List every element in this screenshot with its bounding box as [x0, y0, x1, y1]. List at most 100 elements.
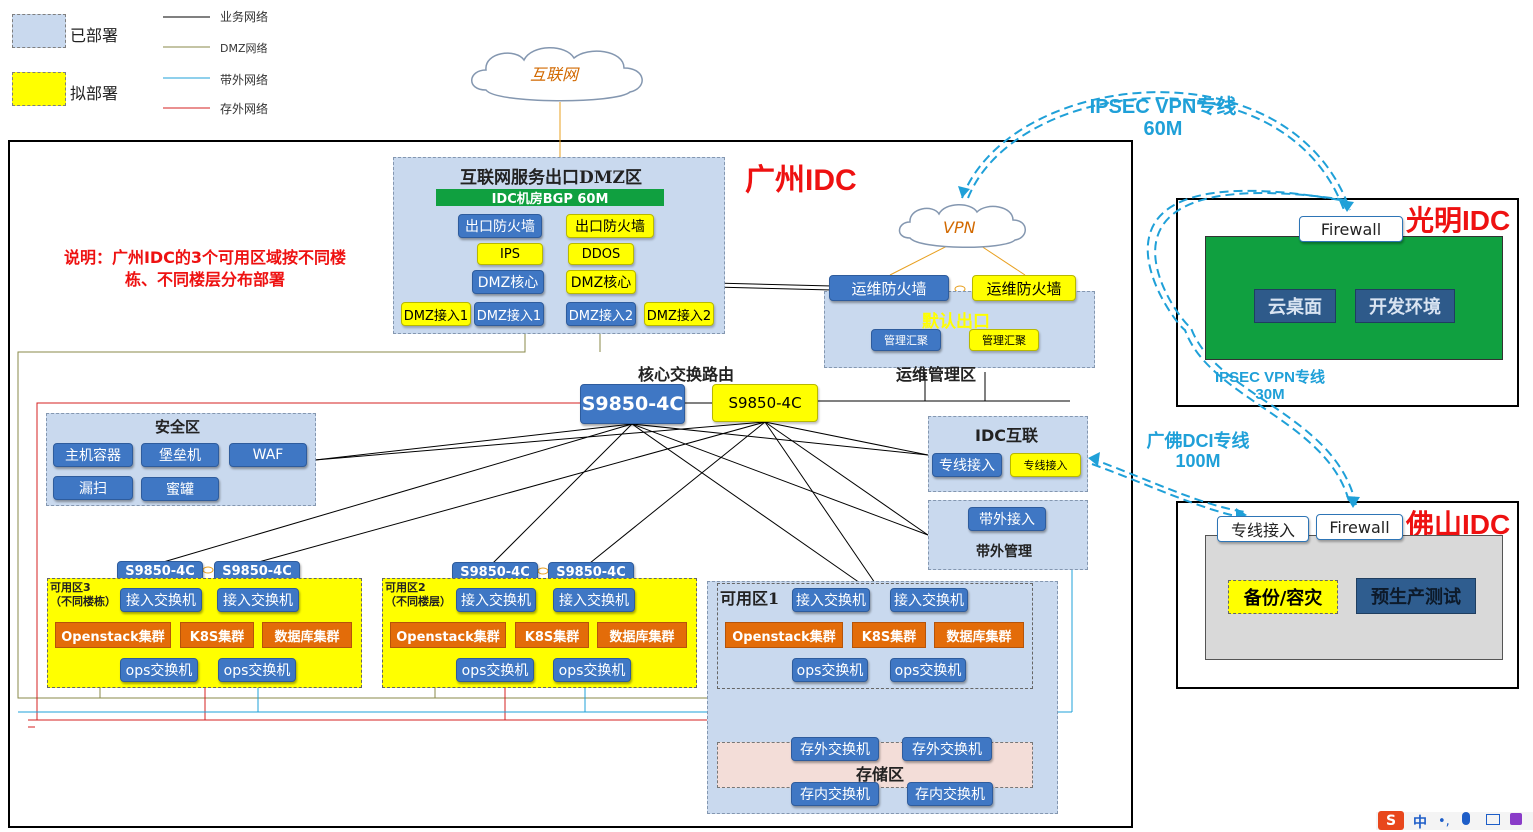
idc-link-access-2[interactable]: 专线接入	[1010, 453, 1081, 477]
internet-cloud-icon	[471, 47, 643, 102]
microphone-icon[interactable]	[1462, 812, 1470, 825]
gz-idc-title: 广州IDC	[745, 164, 857, 197]
dmz-core-2[interactable]: DMZ核心	[566, 270, 636, 294]
core-title: 核心交换路由	[638, 365, 735, 384]
az1-ops-2[interactable]: ops交换机	[890, 658, 966, 682]
az2-ops-2[interactable]: ops交换机	[553, 658, 631, 682]
fs-firewall[interactable]: Firewall	[1316, 514, 1403, 540]
gm-idc-frame	[1176, 198, 1519, 407]
az2-database[interactable]: 数据库集群	[597, 622, 687, 648]
legend-planned-label: 拟部署	[70, 84, 119, 103]
ops-firewall-1[interactable]: 运维防火墙	[829, 275, 949, 301]
ddos-node[interactable]: DDOS	[568, 243, 634, 265]
fs-preprod-test[interactable]: 预生产测试	[1356, 578, 1476, 614]
oob-title: 带外管理	[976, 544, 1032, 560]
dmz-core-1[interactable]: DMZ核心	[472, 270, 544, 294]
az3-switch-1[interactable]: S9850-4C	[117, 561, 203, 581]
fs-dedicated-access[interactable]: 专线接入	[1217, 516, 1309, 542]
az2-k8s[interactable]: K8S集群	[515, 622, 589, 648]
az3-k8s[interactable]: K8S集群	[180, 622, 254, 648]
security-waf[interactable]: WAF	[229, 443, 307, 467]
core-switch-1[interactable]: S9850-4C	[580, 384, 685, 424]
idc-link-title: IDC互联	[975, 426, 1038, 445]
dmz-exit-firewall-1[interactable]: 出口防火墙	[458, 214, 542, 238]
mgmt-agg-2[interactable]: 管理汇聚	[969, 329, 1039, 351]
vpn-cloud-icon	[898, 204, 1026, 249]
security-honeypot[interactable]: 蜜罐	[141, 477, 219, 501]
az1-access-1[interactable]: 接入交换机	[792, 588, 870, 612]
ops-firewall-2[interactable]: 运维防火墙	[972, 275, 1076, 301]
security-bastion[interactable]: 堡垒机	[141, 443, 219, 467]
storage-in-switch-1[interactable]: 存内交换机	[791, 782, 879, 806]
legend-business-label: 业务网络	[220, 10, 269, 24]
legend-deployed-swatch	[12, 14, 66, 48]
dmz-access-1[interactable]: DMZ接入1	[474, 302, 544, 326]
dci-label: 广佛DCI专线 100M	[1146, 431, 1250, 471]
security-scanner[interactable]: 漏扫	[53, 476, 133, 500]
sogou-ime-icon[interactable]: S	[1378, 811, 1404, 830]
az3-access-2[interactable]: 接入交换机	[217, 588, 299, 612]
dmz-access-2[interactable]: DMZ接入2	[566, 302, 636, 326]
az1-zone	[717, 583, 1033, 689]
gz-idc-frame	[8, 140, 1133, 828]
gm-idc-title: 光明IDC	[1406, 205, 1511, 236]
az3-ops-2[interactable]: ops交换机	[218, 658, 296, 682]
az2-switch-2[interactable]: S9850-4C	[548, 562, 634, 582]
az2-switch-1[interactable]: S9850-4C	[452, 562, 538, 582]
gm-idc-zone	[1205, 236, 1503, 360]
storage-zone-title: 存储区	[856, 765, 905, 784]
idc-link-access-1[interactable]: 专线接入	[932, 453, 1002, 477]
skin-icon[interactable]	[1510, 813, 1522, 825]
ime-mode[interactable]: 中	[1413, 815, 1427, 831]
az2-title: 可用区2 （不同楼层）	[385, 581, 451, 609]
fs-idc-frame	[1176, 501, 1519, 689]
fs-idc-title: 佛山IDC	[1406, 509, 1511, 540]
dmz-access-1-planned[interactable]: DMZ接入1	[401, 302, 471, 326]
az3-database[interactable]: 数据库集群	[262, 622, 352, 648]
fs-backup-dr[interactable]: 备份/容灾	[1228, 580, 1338, 614]
storage-out-switch-2[interactable]: 存外交换机	[902, 737, 992, 761]
storage-in-switch-2[interactable]: 存内交换机	[907, 782, 993, 806]
gm-dev-env[interactable]: 开发环境	[1355, 289, 1455, 323]
oob-access[interactable]: 带外接入	[968, 507, 1046, 531]
storage-out-switch-1[interactable]: 存外交换机	[791, 737, 879, 761]
ipsec-gm-label: IPSEC VPN专线 60M	[1089, 96, 1237, 140]
gm-firewall[interactable]: Firewall	[1299, 216, 1403, 242]
dmz-zone-title: 互联网服务出口DMZ区	[460, 168, 642, 188]
bgp-bar: IDC机房BGP 60M	[436, 189, 664, 207]
az1-access-2[interactable]: 接入交换机	[890, 588, 968, 612]
gm-cloud-desktop[interactable]: 云桌面	[1254, 289, 1336, 323]
core-switch-2[interactable]: S9850-4C	[712, 384, 818, 422]
az2-access-1[interactable]: 接入交换机	[456, 588, 536, 612]
ops-zone-title: 运维管理区	[896, 365, 977, 384]
legend-dmz-label: DMZ网络	[220, 42, 268, 55]
dmz-exit-firewall-2[interactable]: 出口防火墙	[566, 214, 654, 238]
az1-openstack[interactable]: Openstack集群	[725, 622, 843, 648]
az3-access-1[interactable]: 接入交换机	[120, 588, 202, 612]
punctuation-icon[interactable]: •,	[1438, 814, 1450, 829]
dmz-access-2-planned[interactable]: DMZ接入2	[644, 302, 714, 326]
internet-cloud-label: 互联网	[530, 65, 579, 84]
keyboard-icon[interactable]	[1486, 814, 1500, 825]
az3-ops-1[interactable]: ops交换机	[120, 658, 198, 682]
az3-openstack[interactable]: Openstack集群	[55, 622, 171, 648]
security-zone-title: 安全区	[155, 418, 201, 436]
ime-toolbar	[1376, 812, 1533, 830]
az2-access-2[interactable]: 接入交换机	[553, 588, 635, 612]
az1-k8s[interactable]: K8S集群	[852, 622, 926, 648]
legend-oob-label: 带外网络	[220, 73, 269, 87]
mgmt-agg-1[interactable]: 管理汇聚	[871, 329, 941, 351]
ops-zone	[824, 291, 1095, 368]
security-host-container[interactable]: 主机容器	[53, 443, 133, 467]
gz-idc-note: 说明：广州IDC的3个可用区域按不同楼栋、不同楼层分布部署	[63, 248, 347, 289]
az1-database[interactable]: 数据库集群	[934, 622, 1024, 648]
default-exit-label: 默认出口	[922, 312, 990, 332]
az3-title: 可用区3 （不同楼栋）	[50, 581, 116, 609]
az2-openstack[interactable]: Openstack集群	[390, 622, 506, 648]
ips-node[interactable]: IPS	[477, 243, 543, 265]
legend-deployed-label: 已部署	[70, 26, 119, 45]
legend-planned-swatch	[12, 72, 66, 106]
az2-ops-1[interactable]: ops交换机	[456, 658, 534, 682]
az1-ops-1[interactable]: ops交换机	[792, 658, 868, 682]
vpn-cloud-label: VPN	[943, 218, 976, 237]
